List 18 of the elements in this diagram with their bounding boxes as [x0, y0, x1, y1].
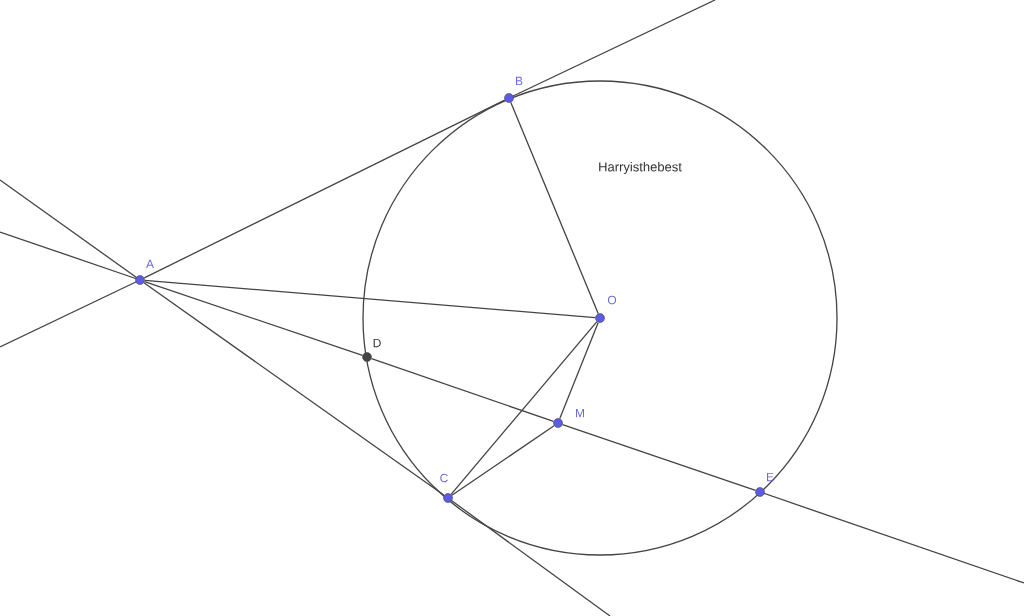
segment	[370, 357, 555, 423]
point-label: D	[373, 338, 381, 348]
segment	[561, 423, 757, 492]
segment	[559, 321, 599, 420]
point-label: M	[576, 408, 584, 418]
text-label: Harryisthebest	[599, 161, 682, 175]
segment	[450, 321, 598, 495]
segment	[143, 280, 364, 357]
point-label: O	[607, 295, 617, 305]
segment	[143, 99, 506, 279]
segment	[144, 279, 596, 319]
point-label: B	[516, 76, 523, 86]
segment	[451, 425, 555, 496]
segment	[510, 101, 599, 315]
point-label: A	[146, 259, 154, 269]
segment	[143, 282, 445, 496]
point-label: C	[440, 473, 448, 483]
point-label: E	[767, 472, 774, 482]
